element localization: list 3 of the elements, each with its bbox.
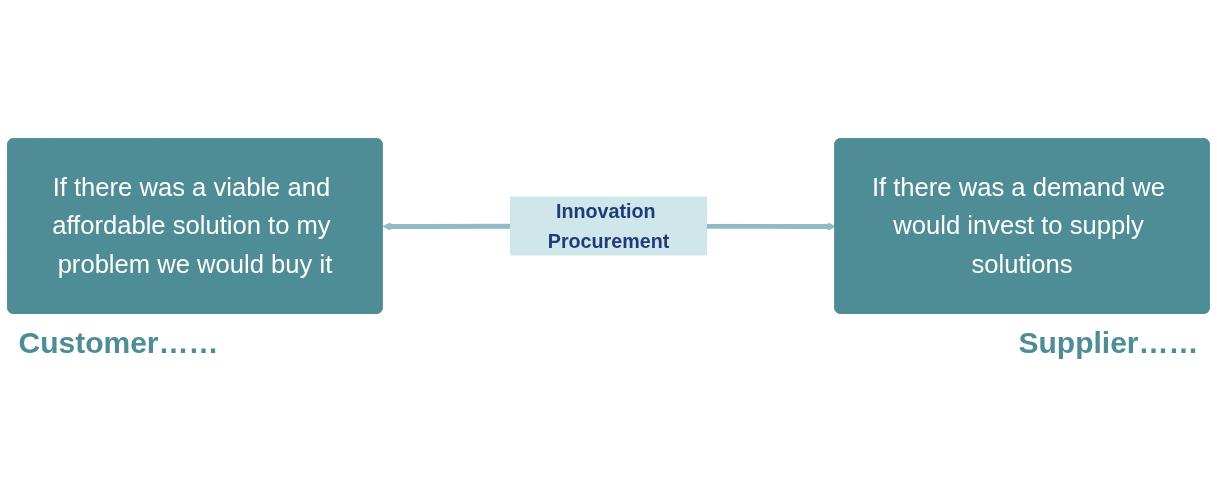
speaker-caption: Customer…… [18,325,219,360]
speaker-caption: Supplier…… [1018,325,1199,360]
edge-label: Innovation Procurement [547,200,670,253]
